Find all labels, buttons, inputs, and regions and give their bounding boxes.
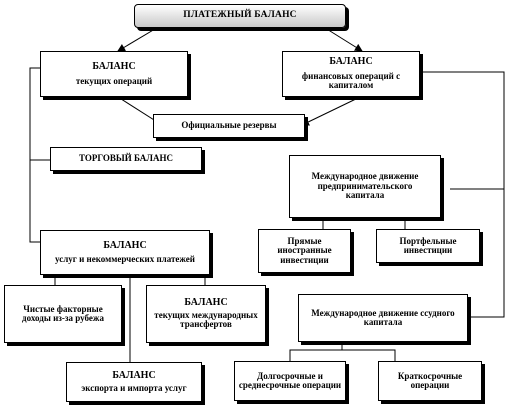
current-ops-trunk [29,67,40,243]
short-term-label: Краткосрочные операции [397,370,463,390]
direct-investment-box: Прямые иностранные инвестиции [258,229,351,273]
financial-operations-balance-box: БАЛАНС финансовых операций с капиталом [282,51,420,97]
arrow-root-to-financial [321,25,363,52]
trade-balance-box: ТОРГОВЫЙ БАЛАНС [50,147,202,171]
services-export-import-box: БАЛАНС экспорта и импорта услуг [66,362,202,402]
current-transfers-balance-box: БАЛАНС текущих международных трансфертов [146,285,266,343]
trade-balance-label: ТОРГОВЫЙ БАЛАНС [78,153,173,164]
current-transfers-text: текущих международных трансфертов [154,309,258,330]
loan-capital-label: Международное движение ссудного капитала [311,307,455,327]
financial-ops-trunk [420,71,505,318]
services-balance-box: БАЛАНС услуг и некоммерческих платежей [40,230,210,275]
services-balance-title: БАЛАНС [103,240,147,252]
current-ops-text: текущих операций [75,76,153,87]
loan-children-bus [289,349,396,361]
current-ops-title: БАЛАНС [92,60,136,72]
short-term-box: Краткосрочные операции [378,361,482,401]
arrow-financial-to-reserves [301,96,361,126]
entrepreneurial-capital-label: Международное движение предпринимательск… [311,171,419,201]
entrepreneurial-children-bus [322,218,406,229]
services-export-import-title: БАЛАНС [112,370,156,382]
current-transfers-title: БАЛАНС [184,297,228,309]
payment-balance-box: ПЛАТЕЖНЫЙ БАЛАНС [134,4,346,28]
net-factor-income-box: Чистые факторные доходы из-за рубежа [4,285,122,343]
official-reserves-label: Официальные резервы [181,120,277,131]
payment-balance-label: ПЛАТЕЖНЫЙ БАЛАНС [183,10,297,21]
arrow-root-to-current [117,25,161,52]
portfolio-investment-label: Портфельные инвестиции [399,235,457,255]
financial-ops-title: БАЛАНС [329,56,373,68]
long-medium-term-box: Долгосрочные и среднесрочные операции [234,361,346,401]
services-export-import-text: экспорта и импорта услуг [81,382,187,393]
entrepreneurial-capital-box: Международное движение предпринимательск… [289,155,441,218]
services-balance-text: услуг и некоммерческих платежей [55,253,195,264]
loan-capital-box: Международное движение ссудного капитала [298,294,468,342]
official-reserves-box: Официальные резервы [153,114,305,138]
current-operations-balance-box: БАЛАНС текущих операций [40,51,188,97]
portfolio-investment-box: Портфельные инвестиции [376,229,480,263]
long-medium-term-label: Долгосрочные и среднесрочные операции [238,370,342,390]
net-factor-income-label: Чистые факторные доходы из-за рубежа [22,303,104,323]
direct-investment-label: Прямые иностранные инвестиции [277,235,332,265]
financial-ops-text: финансовых операций с капиталом [301,70,401,91]
